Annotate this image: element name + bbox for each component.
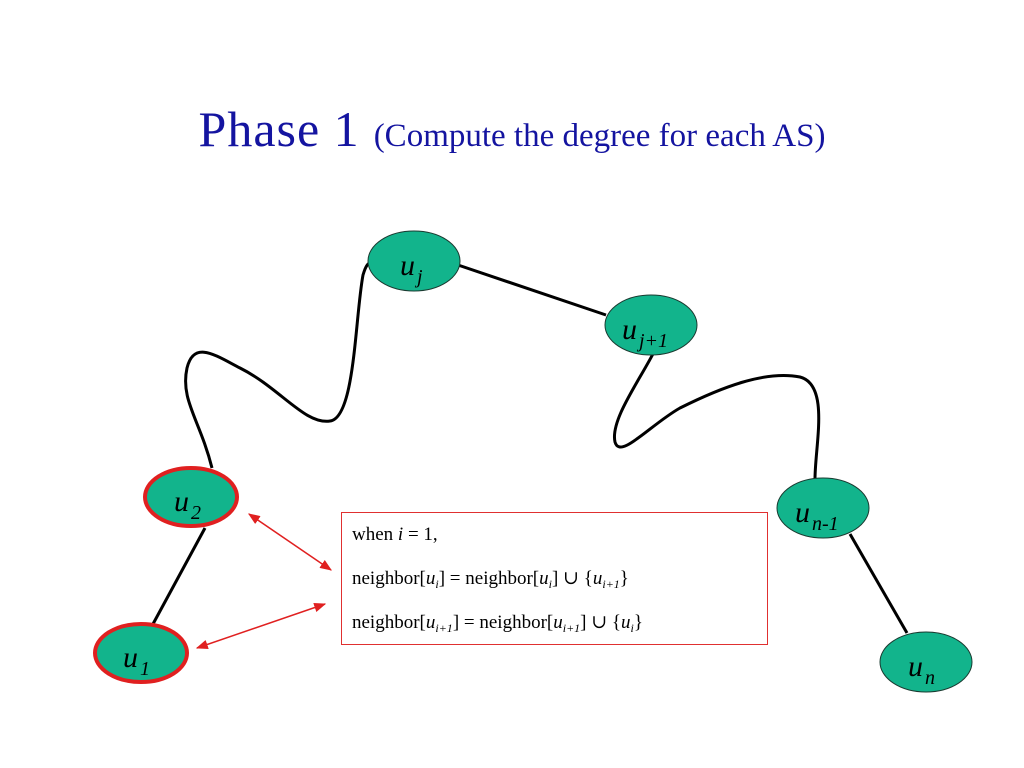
slide-title: Phase 1 (Compute the degree for each AS) — [0, 100, 1024, 158]
svg-text:u1: u1 — [123, 641, 150, 680]
title-subtitle: (Compute the degree for each AS) — [373, 118, 826, 154]
arrow-u2-box — [248, 513, 332, 571]
svg-text:uj+1: uj+1 — [622, 313, 668, 352]
svg-text:un-1: un-1 — [795, 496, 839, 535]
edge-u1-u2 — [151, 527, 207, 625]
edge-uj1-un1-curve — [612, 349, 821, 480]
formula-line-update-ui1: neighbor[ui+1] = neighbor[ui+1] ∪ {ui} — [352, 612, 644, 635]
svg-text:u2: u2 — [174, 485, 201, 524]
formula-box: when i = 1, neighbor[ui] = neighbor[ui] … — [341, 512, 768, 645]
edge-u2-uj-curve — [184, 260, 373, 469]
svg-text:un: un — [908, 650, 935, 689]
svg-text:uj: uj — [400, 249, 423, 288]
formula-line-condition: when i = 1, — [352, 524, 438, 545]
arrow-u1-box — [195, 602, 327, 650]
title-main: Phase 1 — [198, 101, 360, 157]
edge-un1-un — [848, 533, 909, 634]
edge-uj-uj1 — [457, 263, 607, 317]
formula-line-update-ui: neighbor[ui] = neighbor[ui] ∪ {ui+1} — [352, 568, 629, 591]
